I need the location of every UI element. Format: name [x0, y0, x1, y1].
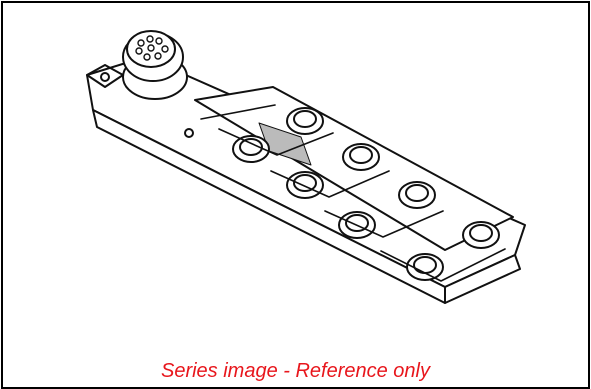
housing-end-face: [444, 254, 521, 304]
port-group: [232, 107, 500, 281]
image-caption: Series image - Reference only: [160, 360, 430, 382]
connector-block-drawing: [86, 30, 526, 304]
